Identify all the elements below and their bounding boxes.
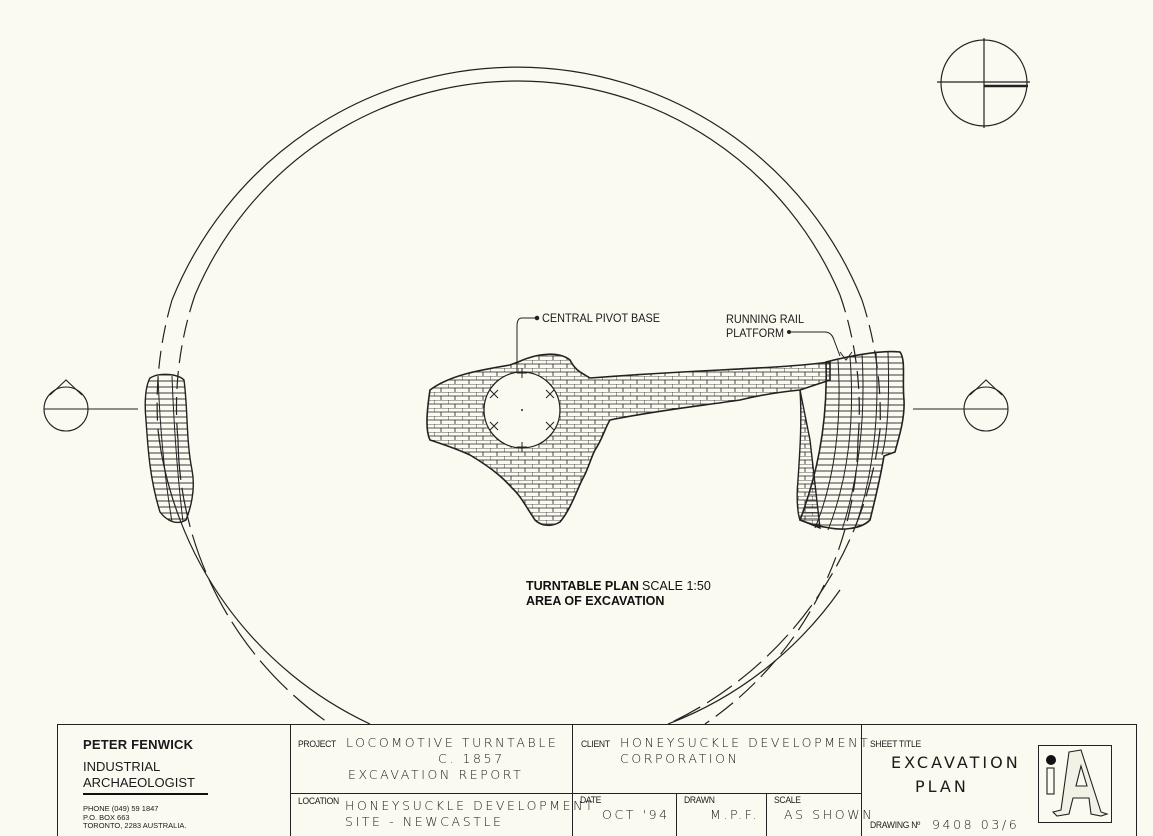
location-label: LOCATION [298, 796, 339, 807]
divider [572, 725, 573, 836]
label-running-rail: RUNNING RAIL [726, 312, 804, 326]
plan-subtitle: AREA OF EXCAVATION [526, 594, 664, 608]
divider [766, 793, 767, 836]
sheet-title-line2: PLAN [915, 777, 969, 796]
drawn-value: M.P.F. [710, 807, 760, 822]
firm-panel: PETER FENWICK INDUSTRIAL ARCHAEOLOGIST P… [58, 725, 290, 836]
north-point-icon [937, 38, 1030, 128]
drawing-no-value: 9408 03/6 [932, 817, 1020, 832]
divider [676, 793, 677, 836]
project-label: PROJECT [298, 739, 337, 750]
date-label: DATE [580, 795, 602, 806]
running-rail-platform [798, 350, 905, 531]
firm-role: INDUSTRIAL ARCHAEOLOGIST [83, 759, 195, 791]
scale-label: SCALE [774, 795, 801, 806]
divider [290, 793, 861, 794]
project-line3: EXCAVATION REPORT [348, 767, 524, 782]
scale-value: AS SHOWN [784, 807, 875, 822]
location-line1: HONEYSUCKLE DEVELOPMENT [345, 798, 596, 813]
client-label: CLIENT [581, 739, 610, 750]
drawing-no-label: DRAWING Nº [870, 820, 920, 831]
client-line1: HONEYSUCKLE DEVELOPMENT [620, 735, 871, 750]
location-line2: SITE - NEWCASTLE [345, 814, 504, 829]
date-value: OCT '94 [602, 807, 670, 822]
firm-contact: PHONE (049) 59 1847 P.O. BOX 663 TORONTO… [83, 804, 187, 831]
firm-address: TORONTO, 2283 AUSTRALIA. [83, 821, 187, 830]
section-marker-left-icon [43, 379, 138, 432]
sheet-title-label: SHEET TITLE [870, 739, 921, 750]
excavated-masonry [426, 353, 831, 530]
divider [861, 725, 862, 836]
plan-scale: SCALE 1:50 [642, 579, 711, 593]
ia-logo [1038, 745, 1112, 823]
project-line2: C. 1857 [438, 751, 505, 766]
label-central-pivot: CENTRAL PIVOT BASE [542, 311, 660, 325]
sheet-title-line1: EXCAVATION [891, 753, 1021, 772]
firm-po-box: P.O. BOX 663 [83, 812, 130, 822]
firm-role-line1: INDUSTRIAL [83, 759, 161, 774]
firm-divider [83, 793, 208, 795]
label-platform: PLATFORM [726, 326, 784, 340]
client-line2: CORPORATION [620, 751, 740, 766]
plan-title: TURNTABLE PLAN [526, 579, 639, 593]
section-marker-right-icon [913, 379, 1009, 432]
annotation-leaders [516, 315, 841, 372]
firm-role-line2: ARCHAEOLOGIST [83, 775, 195, 790]
firm-phone: PHONE (049) 59 1847 [83, 804, 159, 813]
ia-logo-icon [1046, 749, 1109, 817]
central-pivot-base [483, 368, 561, 452]
left-rail-fragment [144, 373, 195, 524]
firm-name: PETER FENWICK [83, 737, 194, 752]
title-block: PETER FENWICK INDUSTRIAL ARCHAEOLOGIST P… [57, 724, 1137, 836]
divider [290, 725, 291, 836]
drawn-label: DRAWN [684, 795, 715, 806]
project-line1: LOCOMOTIVE TURNTABLE [346, 735, 559, 750]
